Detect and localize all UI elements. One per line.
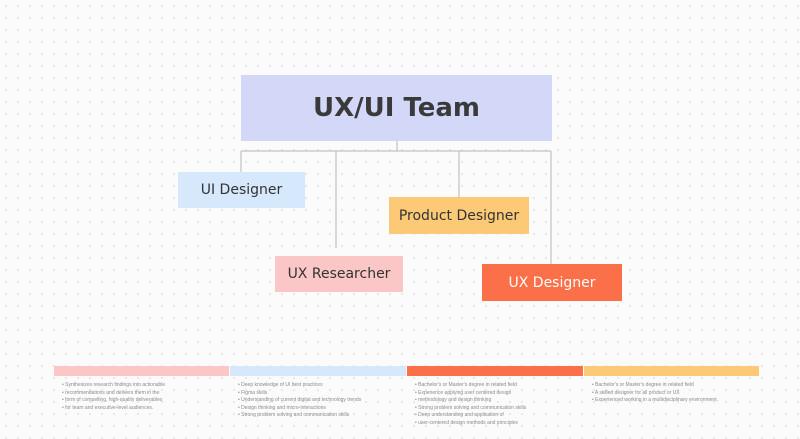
list-item: recommendations and delivers them in the	[62, 390, 225, 398]
footer-bar	[407, 366, 583, 376]
list-item: A skilled designer for all product or UX	[592, 390, 755, 398]
list-item: for team and executive-level audiences.	[62, 405, 225, 413]
ux-researcher-label: UX Researcher	[287, 266, 391, 282]
list-item: Deep understanding and application of	[415, 412, 579, 420]
footer-list: Synthesizes research findings into actio…	[54, 382, 229, 412]
footer-bar	[230, 366, 406, 376]
team-title-box[interactable]: UX/UI Team	[241, 75, 552, 141]
footer-col-ux-designer: Bachelor's or Master's degree in related…	[407, 366, 583, 436]
footer-col-ui-designer: Deep knowledge of UI best practices Figm…	[230, 366, 406, 436]
list-item: methodology and design thinking	[415, 397, 579, 405]
footer-bar	[584, 366, 759, 376]
list-item: Experience applying user centered design	[415, 390, 579, 398]
footer-list: Bachelor's or Master's degree in related…	[584, 382, 759, 405]
list-item: Deep knowledge of UI best practices	[238, 382, 402, 390]
list-item: Strong problem solving and communication…	[415, 405, 579, 413]
footer-col-researcher: Synthesizes research findings into actio…	[54, 366, 229, 436]
list-item: Bachelor's or Master's degree in related…	[415, 382, 579, 390]
footer-list: Bachelor's or Master's degree in related…	[407, 382, 583, 428]
list-item: Design thinking and micro-interactions	[238, 405, 402, 413]
list-item: Experienced working in a multidisciplina…	[592, 397, 755, 405]
ux-designer-label: UX Designer	[508, 274, 596, 291]
product-designer-label: Product Designer	[398, 207, 520, 224]
footer-bar	[54, 366, 229, 376]
list-item: Bachelor's or Master's degree in related…	[592, 382, 755, 390]
list-item: Understanding of current digital and tec…	[238, 397, 402, 405]
list-item: Strong problem solving and communication…	[238, 412, 402, 420]
footer-col-product-designer: Bachelor's or Master's degree in related…	[584, 366, 759, 436]
list-item: form of compelling, high-quality deliver…	[62, 397, 225, 405]
ui-designer-label: UI Designer	[200, 182, 283, 198]
ui-designer-box[interactable]: UI Designer	[178, 172, 305, 208]
team-title: UX/UI Team	[312, 93, 481, 123]
list-item: Synthesizes research findings into actio…	[62, 382, 225, 390]
list-item: Figma skills	[238, 390, 402, 398]
footer-list: Deep knowledge of UI best practices Figm…	[230, 382, 406, 420]
list-item: user-centered design methods and princip…	[415, 420, 579, 428]
product-designer-box[interactable]: Product Designer	[389, 197, 529, 234]
ux-designer-box[interactable]: UX Designer	[482, 264, 622, 301]
ux-researcher-box[interactable]: UX Researcher	[275, 256, 403, 292]
